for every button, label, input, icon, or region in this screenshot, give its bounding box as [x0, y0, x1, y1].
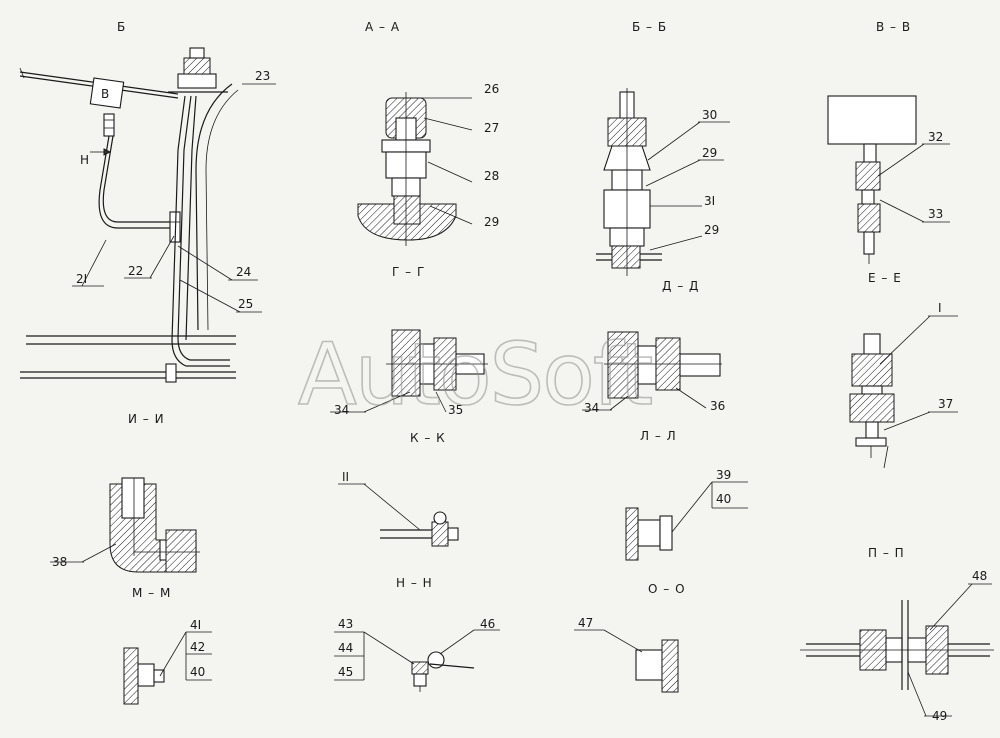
callout-41: 4I [190, 618, 201, 632]
callout-47: 47 [578, 616, 593, 630]
section-aa-callouts: 26 27 28 29 [484, 82, 499, 229]
section-dd-fitting [582, 331, 722, 411]
callout-31: 3I [704, 194, 715, 208]
callout-40-ll: 40 [716, 492, 731, 506]
section-kk-callouts: II [342, 470, 349, 484]
section-gg-fitting [330, 329, 488, 413]
section-pp-union [800, 583, 994, 717]
section-title-ii: И – И [128, 412, 165, 426]
callout-26: 26 [484, 82, 499, 96]
section-nn-callouts: 43 44 45 46 [338, 617, 495, 679]
section-dd-callouts: 34 36 [584, 399, 725, 415]
callout-29-bb-top: 29 [702, 146, 717, 160]
section-nn-clamp [334, 629, 500, 692]
section-vv-fitting [827, 95, 950, 264]
section-ii-elbow [50, 477, 200, 573]
view-mark-n: Н [80, 153, 89, 167]
callout-23: 23 [255, 69, 270, 83]
view-b-callouts: 23 2I 22 24 25 [76, 69, 270, 311]
section-mm-bolt [123, 631, 212, 705]
section-ee-callouts: I 37 [938, 301, 953, 411]
section-title-b: Б [117, 20, 126, 34]
section-ii-callouts: 38 [52, 555, 67, 569]
watermark: AutoSoft [298, 325, 652, 425]
section-oo-cap [574, 629, 679, 693]
callout-22: 22 [128, 264, 143, 278]
section-aa-fitting [357, 92, 473, 246]
callout-45: 45 [338, 665, 353, 679]
callout-38: 38 [52, 555, 67, 569]
section-title-oo: О – О [648, 582, 686, 596]
section-titles: Б А – А Б – Б В – В Г – Г Д – Д Е – Е И … [117, 20, 911, 600]
section-vv-callouts: 32 33 [928, 130, 943, 221]
section-title-pp: П – П [868, 546, 905, 560]
section-title-dd: Д – Д [662, 279, 699, 293]
section-title-bb: Б – Б [632, 20, 667, 34]
section-gg-callouts: 34 35 [334, 403, 463, 417]
callout-32: 32 [928, 130, 943, 144]
section-mm-callouts: 4I 42 40 [190, 618, 205, 679]
callout-29-aa: 29 [484, 215, 499, 229]
callout-34-dd: 34 [584, 401, 599, 415]
view-b-assembly: В Н [19, 47, 276, 383]
callout-34-gg: 34 [334, 403, 349, 417]
callout-44: 44 [338, 641, 353, 655]
callout-27: 27 [484, 121, 499, 135]
callout-36: 36 [710, 399, 725, 413]
section-title-vv: В – В [876, 20, 911, 34]
callout-28: 28 [484, 169, 499, 183]
section-title-mm: М – М [132, 586, 171, 600]
callout-39: 39 [716, 468, 731, 482]
section-title-nn: Н – Н [396, 576, 433, 590]
callout-33: 33 [928, 207, 943, 221]
section-bb-callouts: 30 29 3I 29 [702, 108, 719, 237]
section-title-ee: Е – Е [868, 271, 902, 285]
callout-24: 24 [236, 265, 251, 279]
view-mark-v: В [101, 87, 109, 101]
callout-49: 49 [932, 709, 947, 723]
callout-11: II [342, 470, 349, 484]
section-title-gg: Г – Г [392, 265, 425, 279]
section-title-kk: К – К [410, 431, 446, 445]
section-bb-fitting [596, 88, 730, 276]
callout-43: 43 [338, 617, 353, 631]
callout-40-mm: 40 [190, 665, 205, 679]
section-title-aa: А – А [365, 20, 400, 34]
callout-46: 46 [480, 617, 495, 631]
callout-1: I [938, 301, 942, 315]
section-kk-bracket [338, 483, 459, 547]
section-ee-fitting [849, 315, 958, 469]
callout-21: 2I [76, 272, 87, 286]
section-title-ll: Л – Л [640, 429, 677, 443]
callout-29-bb-bottom: 29 [704, 223, 719, 237]
callout-25: 25 [238, 297, 253, 311]
section-ll-bolt [625, 481, 748, 561]
section-pp-callouts: 48 49 [932, 569, 987, 723]
callout-30: 30 [702, 108, 717, 122]
section-oo-callouts: 47 [578, 616, 593, 630]
section-ll-callouts: 39 40 [716, 468, 731, 506]
callout-37: 37 [938, 397, 953, 411]
callout-35: 35 [448, 403, 463, 417]
callout-48: 48 [972, 569, 987, 583]
callout-42: 42 [190, 640, 205, 654]
